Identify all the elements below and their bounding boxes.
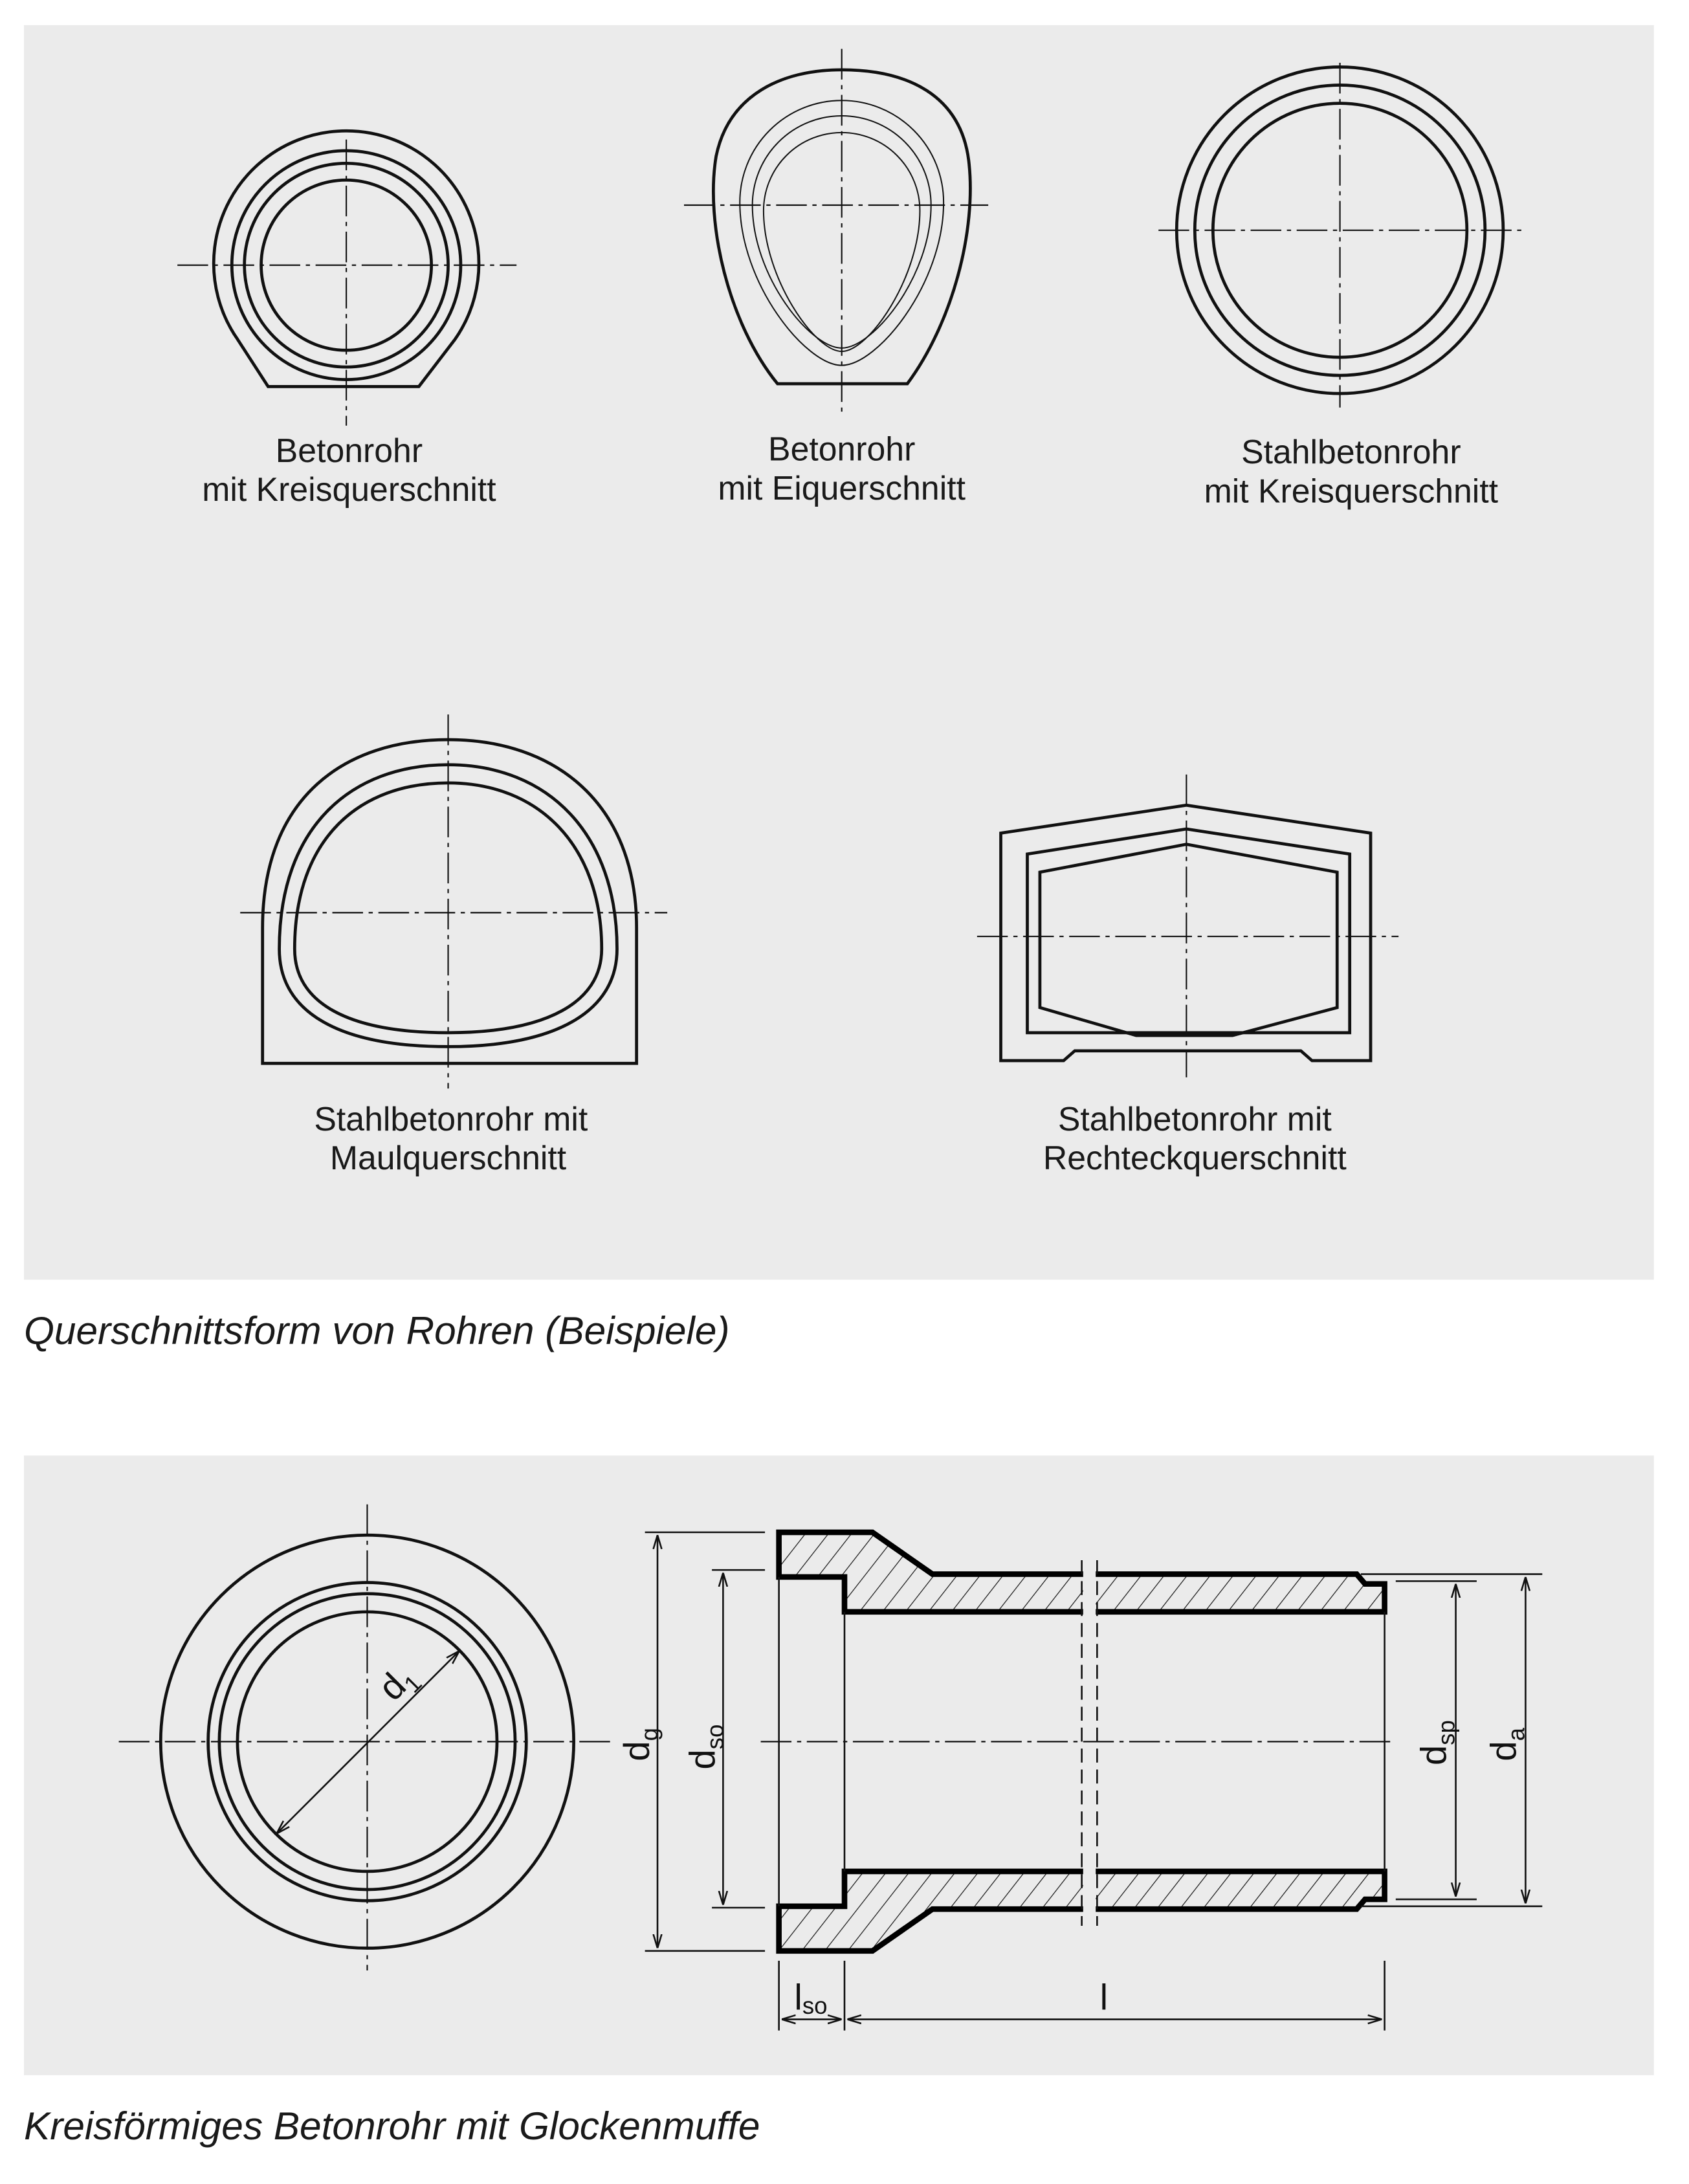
figure2-panel: d1 dg dso dsp [23,1455,1654,2075]
dim-da-label: da [1483,1727,1529,1761]
pipe-end-view: d1 [118,1504,615,1971]
dim-lso-label: lso [794,1976,827,2018]
dim-l-label: l [1100,1976,1108,2017]
dim-dg-label: dg [616,1728,663,1761]
label-line2: mit Eiquerschnitt [718,469,966,507]
reinforced-pipe-rectangular-section: Stahlbetonrohr mit Rechteckquerschnitt [977,774,1399,1176]
concrete-pipe-circular-section: Betonrohr mit Kreisquerschnitt [177,129,517,508]
reinforced-pipe-circular-section: Stahlbetonrohr mit Kreisquerschnitt [1158,63,1521,509]
figure1-caption: Querschnittsform von Rohren (Beispiele) [24,1308,730,1352]
label-line2: Rechteckquerschnitt [1043,1139,1347,1176]
pipe-longitudinal-section: dg dso dsp da lso l [616,1529,1543,2031]
figure2-caption: Kreisförmiges Betonrohr mit Glockenmuffe [24,2104,760,2148]
figure1-panel: Betonrohr mit Kreisquerschnitt Betonrohr… [23,25,1654,1280]
label-line1: Stahlbetonrohr [1241,433,1461,470]
label-line1: Stahlbetonrohr mit [1058,1100,1332,1138]
label-line1: Stahlbetonrohr mit [314,1100,588,1138]
label-line1: Betonrohr [276,432,423,469]
dim-dsp-label: dsp [1413,1720,1459,1765]
label-line2: Maulquerschnitt [330,1139,566,1176]
reinforced-pipe-mouth-section: Stahlbetonrohr mit Maulquerschnitt [240,714,668,1176]
dim-dso-label: dso [681,1725,728,1770]
concrete-pipe-egg-section: Betonrohr mit Eiquerschnitt [684,49,988,507]
label-line1: Betonrohr [768,430,915,468]
label-line2: mit Kreisquerschnitt [202,470,496,508]
dim-d1-label: d1 [370,1655,426,1712]
label-line2: mit Kreisquerschnitt [1204,472,1498,509]
